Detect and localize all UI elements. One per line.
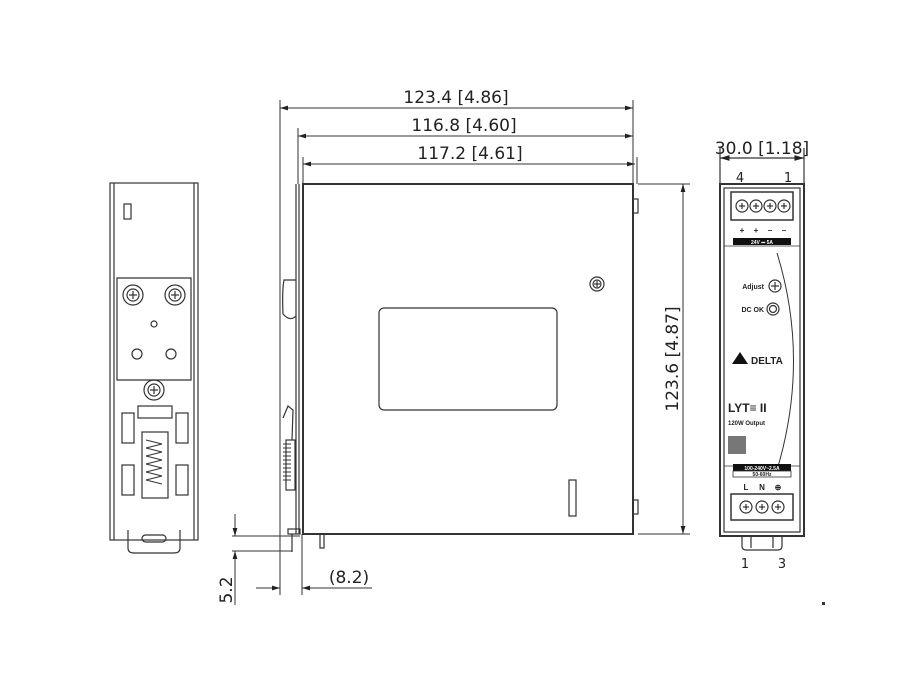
dim-rail-offset: (8.2): [329, 568, 369, 588]
slot-icon: [568, 479, 577, 517]
polarity-2: +: [754, 226, 759, 235]
terminal-screw-icon: [777, 199, 791, 213]
adjust-potentiometer-icon: [768, 279, 782, 293]
hole-icon: [131, 348, 143, 360]
dc-ok-label: DC OK: [741, 307, 764, 314]
bottom-terminal-label-right: 3: [778, 557, 786, 572]
screw-icon: [122, 284, 144, 306]
input-freq: 50-60Hz: [753, 472, 772, 478]
qr-code-icon: [728, 436, 746, 454]
brand-label: DELTA: [751, 356, 783, 367]
dim-height: 123.6 [4.87]: [663, 306, 683, 411]
din-rail-back-view: [109, 182, 199, 554]
delta-logo-icon: [732, 352, 748, 364]
terminal-screw-icon: [763, 199, 777, 213]
terminal-screw-icon: [771, 500, 785, 514]
screw-icon: [589, 276, 605, 292]
dim-cover-depth: 117.2 [4.61]: [417, 144, 522, 164]
led-window-icon: [123, 203, 132, 220]
output-rating: 24V ⎓ 5A: [751, 240, 773, 246]
dim-body-depth: 116.8 [4.60]: [411, 116, 516, 136]
front-view: [719, 148, 805, 551]
dim-overall-depth: 123.4 [4.86]: [403, 88, 508, 108]
polarity-4: –: [782, 226, 787, 235]
input-label-ground: ⊕: [775, 483, 782, 492]
input-terminal-block: [730, 493, 794, 521]
dimension-lines: [232, 100, 690, 605]
polarity-3: –: [768, 226, 773, 235]
label-area: [378, 307, 558, 411]
polarity-1: +: [740, 226, 745, 235]
dot-mark: [822, 602, 825, 605]
terminal-screw-icon: [749, 199, 763, 213]
input-label-l: L: [744, 483, 749, 492]
screw-icon: [143, 379, 165, 401]
terminal-screw-icon: [739, 500, 753, 514]
screw-icon: [164, 284, 186, 306]
input-label-n: N: [759, 483, 765, 492]
output-rating-label: [733, 238, 791, 245]
bottom-terminal-label-left: 1: [741, 557, 749, 572]
product-name: LYT≡ II: [728, 401, 767, 415]
hole-icon: [165, 348, 177, 360]
terminal-label-left: 4: [736, 171, 744, 186]
input-rating-label: [733, 464, 791, 471]
dim-clip-height: 5.2: [217, 576, 237, 603]
terminal-screw-icon: [735, 199, 749, 213]
hole-icon: [150, 320, 158, 328]
terminal-screw-icon: [755, 500, 769, 514]
output-terminal-block: [730, 191, 794, 221]
dim-width: 30.0 [1.18]: [715, 139, 809, 159]
product-subtitle: 120W Output: [728, 421, 765, 427]
dc-ok-led-icon: [766, 302, 780, 316]
input-rating: 100-240V~2.5A: [744, 466, 780, 472]
terminal-label-right: 1: [784, 171, 792, 186]
adjust-label: Adjust: [742, 284, 764, 291]
profile-view: [282, 183, 639, 552]
